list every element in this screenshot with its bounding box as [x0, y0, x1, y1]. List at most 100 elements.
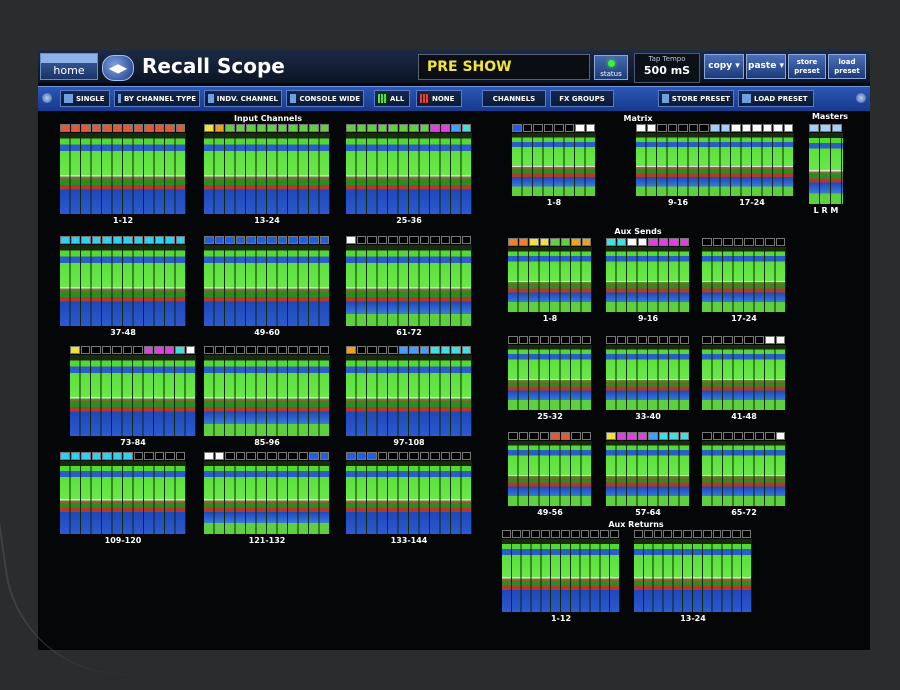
- channel-color-chip[interactable]: [754, 432, 764, 440]
- channel-color-chip[interactable]: [144, 452, 154, 460]
- channel-color-chip[interactable]: [388, 452, 398, 460]
- channel-color-chip[interactable]: [461, 346, 471, 354]
- channel-color-chip[interactable]: [643, 530, 653, 538]
- input-channels-85-96-grid[interactable]: [204, 346, 330, 436]
- single-button[interactable]: SINGLE: [60, 90, 110, 107]
- select-all-button[interactable]: ALL: [374, 90, 410, 107]
- channel-color-chip[interactable]: [744, 238, 754, 246]
- masters-grid[interactable]: [809, 124, 843, 204]
- status-button[interactable]: status: [594, 55, 628, 80]
- show-name-display[interactable]: PRE SHOW: [418, 54, 590, 80]
- channel-color-chip[interactable]: [560, 238, 570, 246]
- masters-cells[interactable]: [809, 133, 843, 204]
- channel-color-chip[interactable]: [267, 236, 277, 244]
- channel-color-chip[interactable]: [616, 432, 626, 440]
- channel-color-chip[interactable]: [669, 238, 679, 246]
- channel-color-chip[interactable]: [377, 452, 387, 460]
- channel-color-chip[interactable]: [81, 236, 91, 244]
- channel-color-chip[interactable]: [733, 336, 743, 344]
- channel-color-chip[interactable]: [133, 346, 143, 354]
- input-channels-1-12-grid[interactable]: [60, 124, 186, 214]
- channel-color-chip[interactable]: [288, 452, 298, 460]
- channel-color-chip[interactable]: [440, 124, 450, 132]
- aux-sends-33-40-cells[interactable]: [606, 345, 690, 410]
- input-channels-61-72-grid[interactable]: [346, 236, 472, 326]
- channel-color-chip[interactable]: [175, 346, 185, 354]
- channel-color-chip[interactable]: [702, 336, 712, 344]
- channel-color-chip[interactable]: [720, 124, 730, 132]
- aux-sends-25-32-block[interactable]: 25-32: [508, 336, 592, 422]
- channel-color-chip[interactable]: [409, 236, 419, 244]
- channel-color-chip[interactable]: [60, 452, 70, 460]
- channel-color-chip[interactable]: [367, 346, 377, 354]
- channel-color-chip[interactable]: [133, 124, 143, 132]
- channel-color-chip[interactable]: [298, 346, 308, 354]
- channel-color-chip[interactable]: [143, 346, 153, 354]
- channel-color-chip[interactable]: [377, 236, 387, 244]
- channel-color-chip[interactable]: [356, 124, 366, 132]
- tap-tempo-display[interactable]: Tap Tempo 500 mS: [634, 53, 700, 83]
- channel-color-chip[interactable]: [723, 432, 733, 440]
- input-channels-85-96-block[interactable]: 85-96: [204, 346, 330, 448]
- channel-color-chip[interactable]: [70, 452, 80, 460]
- channel-color-chip[interactable]: [91, 452, 101, 460]
- channel-color-chip[interactable]: [522, 124, 532, 132]
- aux-sends-49-56-cells[interactable]: [508, 441, 592, 506]
- channel-color-chip[interactable]: [606, 336, 616, 344]
- input-channels-13-24-grid[interactable]: [204, 124, 330, 214]
- channel-color-chip[interactable]: [712, 336, 722, 344]
- channel-color-chip[interactable]: [256, 346, 266, 354]
- channel-color-chip[interactable]: [541, 530, 551, 538]
- channel-color-chip[interactable]: [765, 432, 775, 440]
- channel-color-chip[interactable]: [256, 236, 266, 244]
- load-preset-button[interactable]: LOAD PRESET: [738, 90, 814, 107]
- channel-color-chip[interactable]: [508, 336, 518, 344]
- aux-returns-1-12-cells[interactable]: [502, 539, 620, 612]
- channel-color-chip[interactable]: [610, 530, 619, 538]
- channel-color-chip[interactable]: [669, 432, 679, 440]
- aux-sends-33-40-block[interactable]: 33-40: [606, 336, 690, 422]
- channel-color-chip[interactable]: [754, 238, 764, 246]
- home-button[interactable]: home: [40, 53, 98, 80]
- channel-color-chip[interactable]: [667, 124, 677, 132]
- channel-color-chip[interactable]: [550, 432, 560, 440]
- aux-returns-13-24-cells[interactable]: [634, 539, 752, 612]
- channel-color-chip[interactable]: [367, 236, 377, 244]
- channel-color-chip[interactable]: [398, 452, 408, 460]
- channel-color-chip[interactable]: [723, 238, 733, 246]
- channel-color-chip[interactable]: [70, 124, 80, 132]
- channel-color-chip[interactable]: [288, 346, 298, 354]
- channel-color-chip[interactable]: [235, 236, 245, 244]
- channel-color-chip[interactable]: [144, 236, 154, 244]
- channel-color-chip[interactable]: [440, 236, 450, 244]
- channel-color-chip[interactable]: [346, 236, 356, 244]
- channel-color-chip[interactable]: [144, 124, 154, 132]
- channel-color-chip[interactable]: [154, 452, 164, 460]
- channel-color-chip[interactable]: [204, 452, 214, 460]
- channel-color-chip[interactable]: [430, 452, 440, 460]
- channel-color-chip[interactable]: [112, 452, 122, 460]
- channel-color-chip[interactable]: [204, 124, 214, 132]
- channel-color-chip[interactable]: [733, 432, 743, 440]
- channel-color-chip[interactable]: [702, 238, 712, 246]
- channel-color-chip[interactable]: [319, 452, 329, 460]
- channel-color-chip[interactable]: [683, 530, 692, 538]
- channel-color-chip[interactable]: [60, 124, 70, 132]
- channel-color-chip[interactable]: [356, 236, 366, 244]
- channel-color-chip[interactable]: [732, 530, 742, 538]
- channel-color-chip[interactable]: [658, 238, 668, 246]
- channel-color-chip[interactable]: [648, 336, 658, 344]
- channel-color-chip[interactable]: [637, 432, 647, 440]
- channel-color-chip[interactable]: [133, 452, 143, 460]
- input-channels-85-96-cells[interactable]: [204, 355, 330, 436]
- channel-color-chip[interactable]: [722, 530, 732, 538]
- channel-color-chip[interactable]: [669, 336, 679, 344]
- channel-color-chip[interactable]: [214, 452, 224, 460]
- channel-color-chip[interactable]: [309, 124, 319, 132]
- channel-color-chip[interactable]: [518, 336, 528, 344]
- channel-color-chip[interactable]: [648, 432, 658, 440]
- aux-sends-9-16-cells[interactable]: [606, 247, 690, 312]
- channel-color-chip[interactable]: [606, 238, 616, 246]
- aux-sends-17-24-block[interactable]: 17-24: [702, 238, 786, 324]
- channel-color-chip[interactable]: [346, 452, 356, 460]
